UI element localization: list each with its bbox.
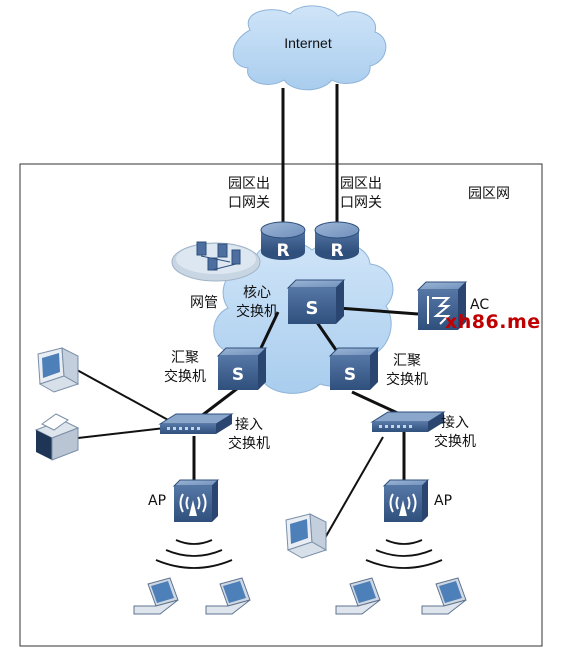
access-switch-right-label: 接入 交换机: [434, 414, 476, 452]
wireless-waves-right: [365, 539, 443, 569]
access-switch-left-label: 接入 交换机: [228, 416, 270, 454]
gateway-right-label: 园区出 口网关: [340, 175, 382, 213]
svg-text:S: S: [306, 298, 319, 319]
desktop-pc-icon: [37, 347, 80, 393]
desktop-pc-icon: [285, 513, 328, 559]
gateway-left-line2: 口网关: [228, 195, 270, 211]
core-switch-icon: S: [286, 279, 346, 324]
core-switch-line1: 核心: [243, 285, 271, 301]
router-left: R: [260, 221, 306, 261]
links: [192, 84, 419, 483]
svg-text:R: R: [276, 241, 289, 261]
access-right-line1: 接入: [441, 415, 469, 431]
wireless-waves-left: [155, 539, 233, 569]
laptop-icon: [205, 577, 251, 615]
campus-boundary: [19, 163, 543, 647]
printer-icon: [34, 413, 80, 461]
core-switch-line2: 交换机: [236, 304, 278, 320]
watermark-text: xh86.me: [445, 311, 541, 333]
agg-left-line1: 汇聚: [171, 350, 199, 366]
svg-text:R: R: [330, 241, 343, 261]
access-switch-right-icon: [370, 411, 446, 432]
agg-switch-left-icon: S: [216, 347, 268, 390]
agg-left-line2: 交换机: [164, 369, 206, 385]
ac-controller-icon: [416, 281, 468, 330]
svg-text:S: S: [232, 365, 244, 385]
access-switch-left-icon: [158, 413, 234, 434]
nms-label: 网管: [190, 295, 218, 311]
ap-left-label: AP: [148, 493, 167, 509]
thin-links: [76, 369, 384, 539]
gateway-right-line2: 口网关: [340, 195, 382, 211]
gateway-left-line1: 园区出: [228, 176, 270, 192]
campus-network-label: 园区网: [468, 186, 510, 202]
agg-switch-right-icon: S: [328, 347, 380, 390]
access-right-line2: 交换机: [434, 434, 476, 450]
gateway-left-label: 园区出 口网关: [228, 175, 270, 213]
access-left-line1: 接入: [235, 417, 263, 433]
ap-left-icon: [172, 479, 220, 522]
ap-right-icon: [382, 479, 430, 522]
ap-right-label: AP: [434, 493, 453, 509]
agg-switch-right-label: 汇聚 交换机: [386, 352, 428, 390]
laptop-icon: [133, 577, 179, 615]
internet-label: Internet: [284, 35, 332, 51]
agg-right-line2: 交换机: [386, 372, 428, 388]
agg-right-line1: 汇聚: [393, 353, 421, 369]
router-right: R: [314, 221, 360, 261]
ac-label: AC: [470, 297, 490, 313]
access-left-line2: 交换机: [228, 436, 270, 452]
nms-server-icon: [196, 241, 241, 271]
laptop-icon: [335, 577, 381, 615]
internet-cloud: [232, 5, 387, 91]
laptop-icon: [421, 577, 467, 615]
core-switch-label: 核心 交换机: [236, 284, 278, 322]
agg-switch-left-label: 汇聚 交换机: [164, 349, 206, 387]
svg-text:S: S: [344, 365, 356, 385]
gateway-right-line1: 园区出: [340, 176, 382, 192]
